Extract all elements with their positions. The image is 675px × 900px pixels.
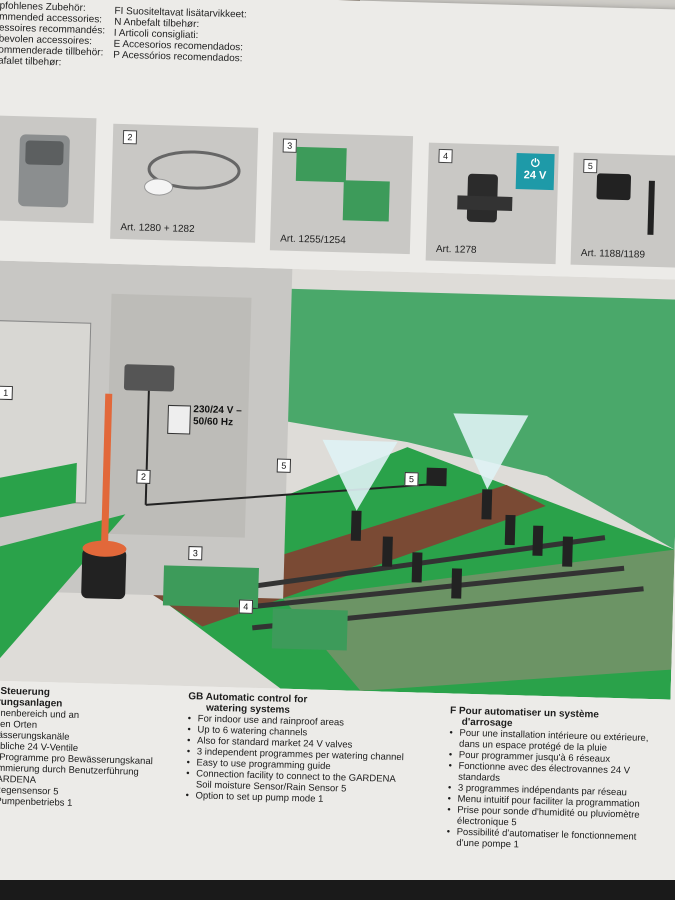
card-article-number: Art. 1255/1254 [280, 233, 346, 247]
voltage-label-line-2: 50/60 Hz [192, 416, 234, 429]
plug-icon: ⏻ [530, 157, 540, 170]
accessory-card-5: 5 Art. 1188/1189 [570, 152, 675, 268]
card-number: 4 [438, 148, 453, 164]
solenoid-valve-icon [457, 173, 513, 223]
callout-1: 1 [0, 385, 13, 401]
accessories-text-right: FI Suositeltavat lisätarvikkeet: N Anbef… [113, 6, 274, 65]
accessories-line: afalet tilbehør: [0, 55, 62, 69]
accessory-card-2: 2 Art. 1280 + 1282 [110, 123, 259, 243]
accessory-card-1 [0, 115, 97, 224]
accessory-card-4: 4 ⏻ 24 V Art. 1278 [425, 142, 559, 265]
voltage-label: 230/24 V – 50/60 Hz [193, 404, 242, 429]
feature-list: For indoor use and rainproof areas Up to… [185, 713, 412, 807]
text-column-gb: GB Automatic control for watering system… [185, 691, 413, 807]
accessory-card-3: 3 Art. 1255/1254 [269, 132, 414, 255]
badge-label: 24 V [523, 169, 547, 182]
24v-badge: ⏻ 24 V [515, 153, 555, 191]
feature-item: Possibilité d'automatiser le fonctionnem… [446, 826, 657, 854]
card-article-number: Art. 1280 + 1282 [120, 222, 195, 236]
scene-drawing [0, 260, 675, 700]
sensor-cable-icon [144, 150, 241, 196]
controller-product-icon [18, 134, 70, 208]
dark-floor [0, 880, 675, 900]
sensor-stake-icon [596, 173, 655, 235]
accessories-text-left: pfohlenes Zubehör: mmended accessories: … [0, 1, 130, 71]
card-article-number: Art. 1278 [435, 243, 477, 256]
callout-5-sensor: 5 [276, 458, 292, 473]
text-column-de: che Steuerung sserungsanlagen im Innenbe… [0, 685, 181, 812]
feature-list: Pour une installation intérieure ou exté… [446, 727, 659, 854]
callout-4: 4 [238, 599, 254, 614]
card-article-number: Art. 1188/1189 [580, 247, 646, 261]
callout-3: 3 [188, 546, 203, 561]
valve-box-icon [295, 146, 390, 222]
installation-illustration: 1 2 3 4 5 5 230/24 V – 50/60 Hz [0, 260, 675, 700]
callout-2: 2 [136, 469, 151, 484]
callout-5-rain: 5 [404, 472, 419, 487]
text-column-f: F Pour automatiser un système d'arrosage… [446, 705, 660, 854]
